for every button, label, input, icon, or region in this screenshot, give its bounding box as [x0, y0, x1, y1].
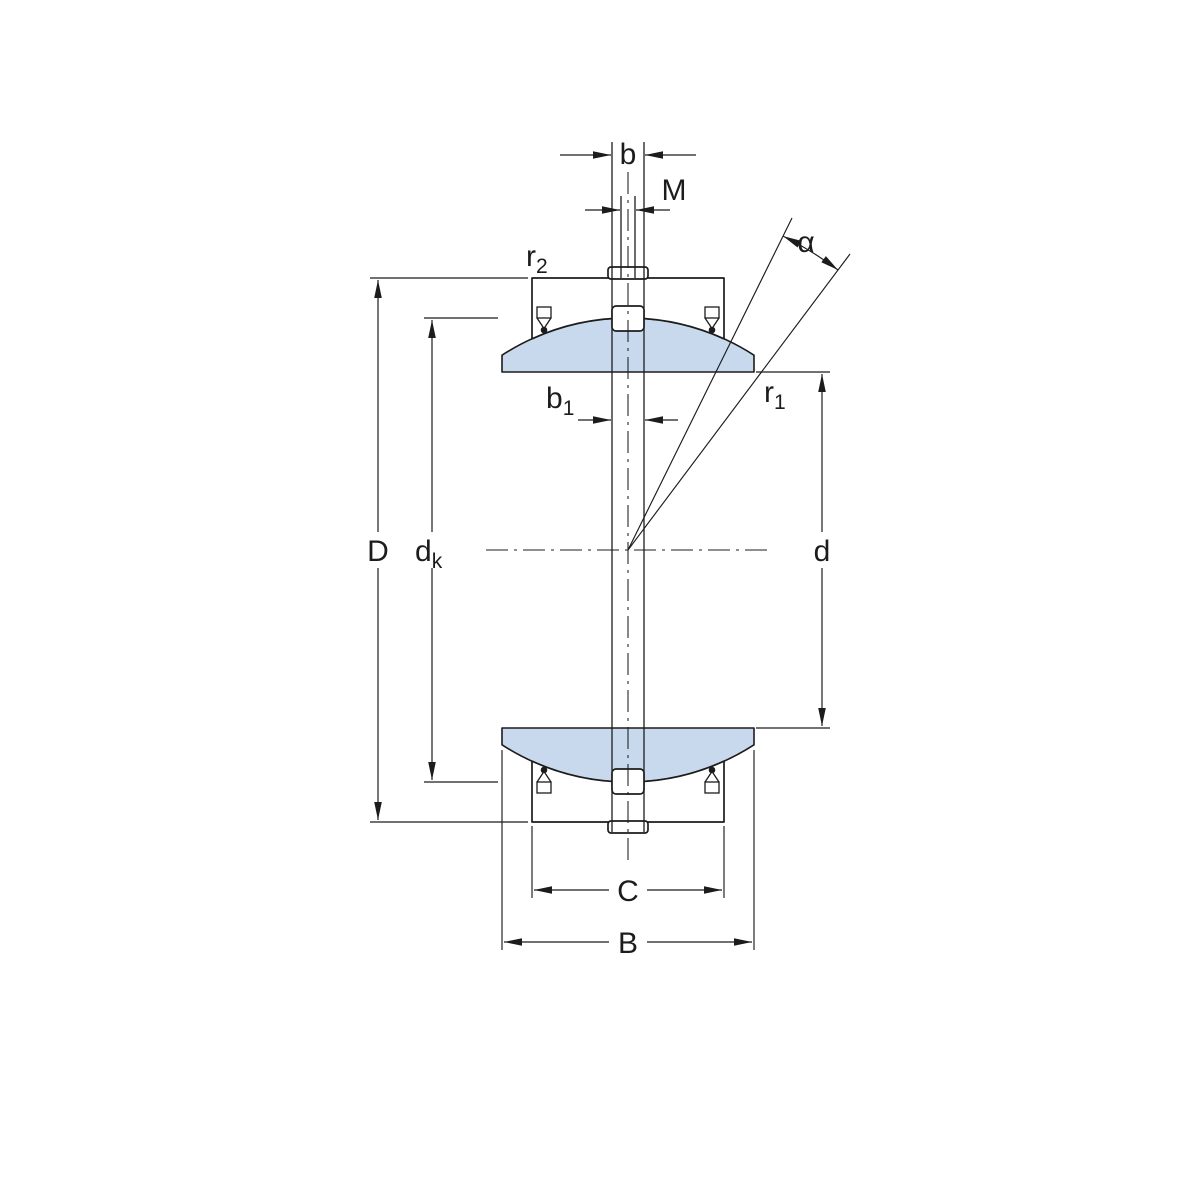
extension-lines — [370, 277, 830, 950]
label-dk: dk — [415, 535, 443, 573]
label-r2: r2 — [526, 240, 548, 278]
label-b: b — [620, 138, 637, 171]
label-alpha: α — [797, 226, 814, 259]
label-d: d — [814, 535, 831, 568]
lubrication-hole-lines — [620, 196, 636, 278]
label-B: B — [618, 927, 638, 960]
bearing-cross-section — [501, 142, 755, 834]
lubrication-boss-top — [607, 266, 649, 280]
label-b1: b1 — [546, 382, 574, 420]
label-D: D — [367, 535, 389, 568]
lubrication-groove-lines — [611, 142, 645, 832]
label-M: M — [662, 174, 687, 207]
label-C: C — [617, 875, 639, 908]
dim-alpha — [627, 217, 851, 551]
label-r1: r1 — [764, 376, 786, 414]
